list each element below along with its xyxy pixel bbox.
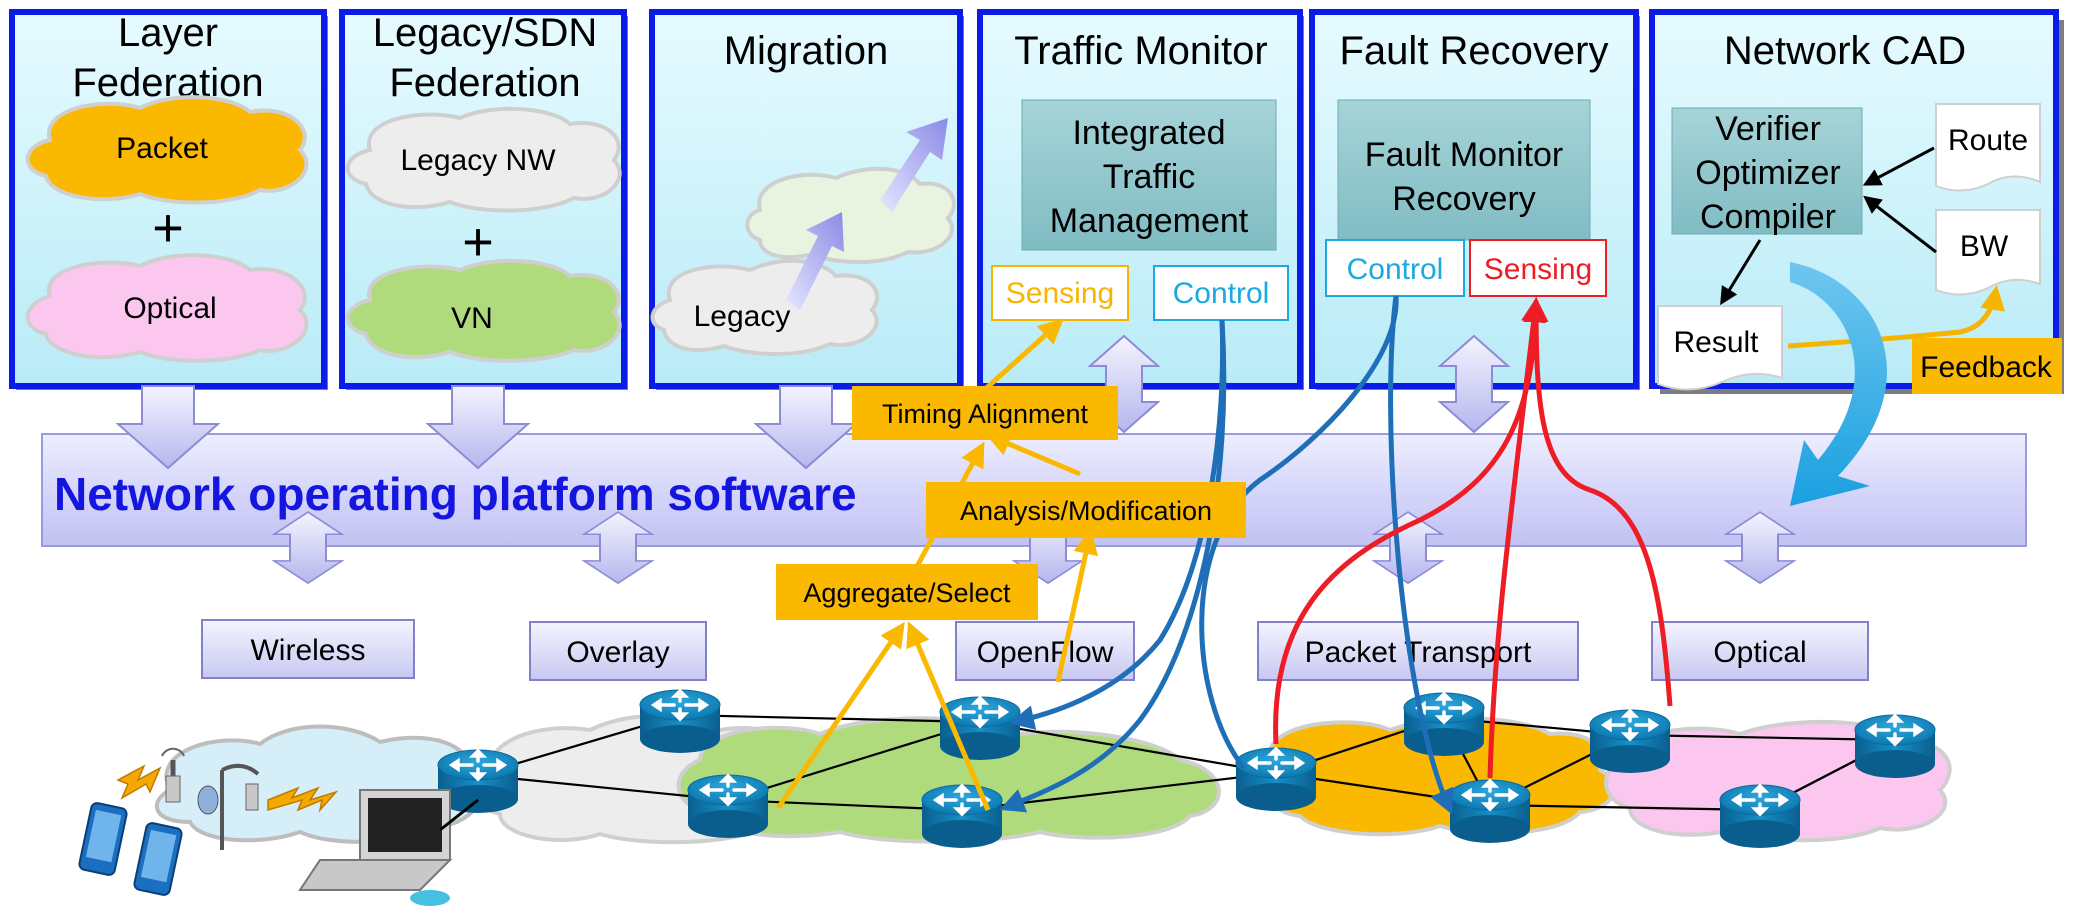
router-optical-bottom: [1718, 783, 1802, 850]
openflow-label: OpenFlow: [977, 636, 1114, 669]
router-optical-left: [1588, 708, 1672, 775]
openflow-box: [955, 621, 1135, 681]
box-label: Verifier: [1715, 110, 1821, 148]
control-tag: [1325, 239, 1465, 297]
panel-title: Layer: [118, 11, 218, 55]
panel-fault-recovery: Fault Recovery Fault Monitor Recovery Co…: [1309, 9, 1640, 390]
plus-sign: +: [152, 198, 184, 258]
laptop-icon: [298, 789, 479, 906]
panel-title: Federation: [389, 61, 580, 105]
control-tag: [1153, 265, 1289, 321]
lamp-antenna-icon: [197, 763, 260, 850]
overlay-box: [529, 621, 707, 681]
cloud-label-vn: VN: [451, 302, 493, 335]
platform-label: Network operating platform software: [54, 468, 857, 520]
box-label: Traffic: [1103, 158, 1196, 196]
router-packet-bottom: [1448, 778, 1532, 845]
panel-traffic-monitor: Traffic Monitor Integrated Traffic Manag…: [977, 9, 1304, 390]
smartphone-icon: [78, 802, 183, 896]
wireless-label: Wireless: [250, 634, 365, 667]
legacy-nw-cloud-icon: [345, 106, 622, 213]
optical-cloud-icon: [25, 253, 309, 363]
traffic-control-flow: [999, 319, 1227, 813]
router-packet-top: [1402, 691, 1486, 758]
wireless-box: [201, 619, 415, 679]
southbound-boxes: Wireless Overlay OpenFlow Packet Transpo…: [201, 619, 1869, 681]
integrated-traffic-box: [1021, 99, 1277, 251]
fault-control-flow: [1199, 295, 1454, 815]
compiler-to-result-arrow: [1720, 239, 1762, 306]
analysis-modification-tag: [926, 482, 1246, 538]
router-overlay: [638, 688, 722, 755]
result-document-icon: [1657, 305, 1783, 391]
panel-layer-federation: Layer Federation Packet + Optical: [9, 9, 328, 390]
cloud-label-legacy: Legacy: [694, 300, 791, 333]
legacy-cloud-icon: [650, 258, 879, 356]
router-vn-left: [686, 773, 770, 840]
box-label: Fault Monitor: [1365, 136, 1563, 174]
aggregate-select-label: Aggregate/Select: [803, 578, 1011, 608]
fault-sensing-flow: [1273, 297, 1673, 779]
sensing-label: Sensing: [1484, 253, 1592, 286]
box-label: Management: [1050, 202, 1249, 240]
migration-arrow-icon: [880, 118, 948, 212]
cloud-label-legacy-nw: Legacy NW: [400, 144, 556, 177]
wireless-devices: [78, 747, 479, 906]
overlay-label: Overlay: [566, 636, 669, 669]
control-label: Control: [1347, 253, 1444, 286]
panel-migration: Migration Legacy: [649, 9, 964, 390]
router-openflow-bottom: [920, 783, 1004, 850]
fault-monitor-box: [1337, 99, 1591, 241]
panel-title: Migration: [724, 29, 889, 73]
aggregate-select-tag: [776, 564, 1038, 620]
feedback-tag: [1912, 338, 2062, 394]
bw-to-compiler-arrow: [1863, 195, 1937, 254]
vn-cloud-icon: [345, 258, 622, 363]
process-labels: Timing Alignment Analysis/Modification A…: [776, 386, 1246, 620]
cloud-label-optical: Optical: [123, 292, 216, 325]
route-document-icon: [1935, 103, 2041, 192]
route-to-compiler-arrow: [1862, 146, 1935, 186]
verifier-box: [1671, 107, 1863, 235]
feedback-arrow: [1787, 285, 2006, 349]
panel-legacy-sdn-federation: Legacy/SDN Federation + Legacy NW + VN: [339, 9, 628, 390]
packet-transport-box: [1257, 621, 1579, 681]
doc-label-bw: BW: [1960, 230, 2009, 263]
panel-title: Traffic Monitor: [1014, 29, 1267, 73]
box-label: Optimizer: [1695, 154, 1840, 192]
box-label: Integrated: [1072, 114, 1225, 152]
panel-title: Network CAD: [1724, 29, 1966, 73]
router-optical-right: [1853, 713, 1937, 780]
migrating-cloud-icon: [745, 166, 956, 264]
optical-box: [1651, 621, 1869, 681]
doc-label-route: Route: [1948, 124, 2028, 157]
router-core: [1234, 746, 1318, 813]
timing-alignment-tag: [852, 386, 1118, 440]
migration-arrow-icon: [786, 212, 844, 310]
box-label: Compiler: [1700, 198, 1836, 236]
packet-cloud-icon: [25, 95, 309, 205]
lightning-icon: [116, 764, 162, 800]
antenna-icon: [161, 747, 185, 803]
network-clouds: [154, 713, 1952, 845]
doc-label-result: Result: [1673, 326, 1759, 359]
lightning-icon: [267, 786, 339, 813]
panel-title: Legacy/SDN: [373, 11, 598, 55]
timing-alignment-label: Timing Alignment: [882, 399, 1089, 429]
sensing-label: Sensing: [1006, 277, 1114, 310]
cloud-label-packet: Packet: [116, 132, 208, 165]
optical-label: Optical: [1713, 636, 1806, 669]
box-label: Recovery: [1392, 180, 1536, 218]
platform-feedback-swoosh: [1790, 262, 1887, 506]
control-label: Control: [1173, 277, 1270, 310]
sensing-tag: [991, 265, 1129, 321]
sensing-tag: [1469, 239, 1607, 297]
feedback-label: Feedback: [1920, 351, 2053, 384]
analysis-modification-label: Analysis/Modification: [960, 496, 1212, 526]
panel-title: Fault Recovery: [1340, 29, 1609, 73]
panels: Layer Federation Packet + Optical Legacy…: [9, 9, 2064, 394]
